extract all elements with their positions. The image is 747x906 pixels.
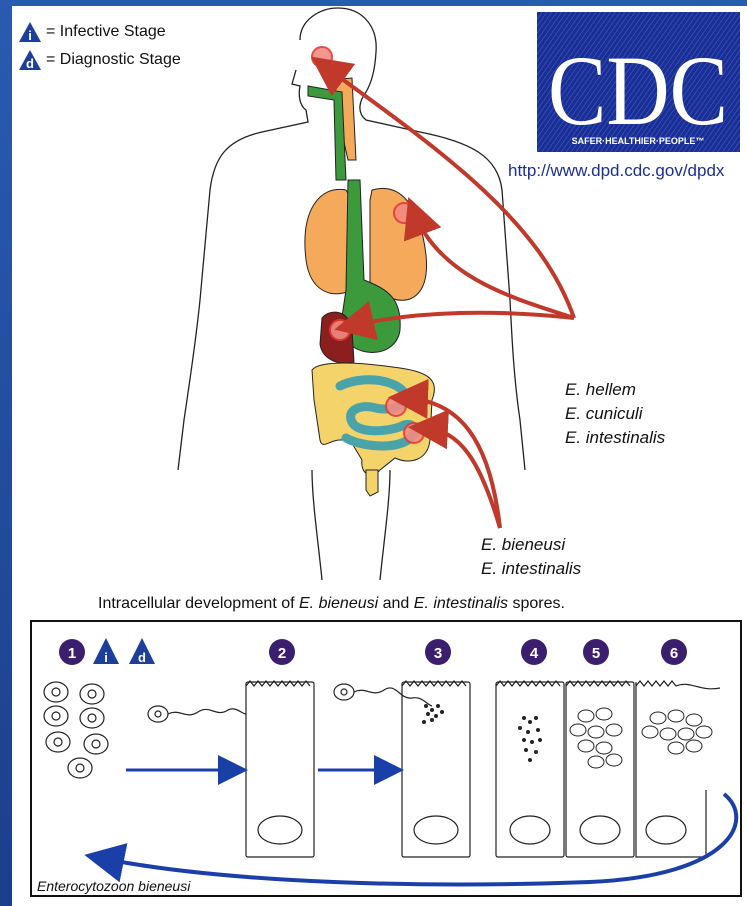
rectum — [366, 470, 378, 496]
species-intestinalis-2: E. intestinalis — [481, 557, 581, 581]
infective-badge-letter: i — [104, 650, 108, 665]
step-6-label: 6 — [670, 645, 678, 662]
organism-label: Enterocytozoon bieneusi — [37, 878, 190, 894]
step-4: 4 — [521, 639, 547, 665]
step-3-label: 3 — [434, 645, 442, 662]
step-1: 1 — [59, 639, 85, 665]
step-6: 6 — [661, 639, 687, 665]
step-1-label: 1 — [68, 645, 76, 662]
diagnostic-badge: d — [129, 638, 155, 665]
body-diagram — [0, 0, 747, 620]
caption-species-b: E. intestinalis — [414, 595, 508, 612]
step4-sporoplasm — [518, 716, 542, 762]
step6-spores — [642, 710, 712, 754]
infective-badge: i — [93, 638, 119, 665]
step-3: 3 — [425, 639, 451, 665]
species-intestinalis: E. intestinalis — [565, 426, 665, 450]
species-cuniculi: E. cuniculi — [565, 402, 665, 426]
species-group-1: E. hellem E. cuniculi E. intestinalis — [565, 378, 665, 450]
species-group-2: E. bieneusi E. intestinalis — [481, 533, 581, 581]
enterocyte-2 — [246, 681, 314, 857]
infection-site-nasal — [312, 47, 332, 67]
step3-sporoplasm — [422, 704, 444, 724]
lifecycle-diagram: 1 i d 2 3 4 5 6 — [30, 620, 742, 897]
infection-site-intestine-2 — [404, 423, 424, 443]
left-lung — [305, 189, 352, 293]
caption-prefix: Intracellular development of — [98, 595, 299, 612]
species-hellem: E. hellem — [565, 378, 665, 402]
diagnostic-badge-letter: d — [138, 650, 146, 665]
infection-site-lung — [394, 203, 414, 223]
step2-polar-tube — [148, 706, 246, 722]
spores-group — [44, 682, 108, 778]
caption-middle: and — [378, 595, 414, 612]
infection-site-intestine-1 — [386, 396, 406, 416]
species-bieneusi: E. bieneusi — [481, 533, 581, 557]
enterocytes-4-6 — [496, 681, 720, 857]
step-2-label: 2 — [278, 645, 286, 662]
enterocyte-3 — [402, 681, 470, 857]
caption-species-a: E. bieneusi — [299, 595, 378, 612]
caption: Intracellular development of E. bieneusi… — [98, 595, 565, 613]
caption-suffix: spores. — [508, 595, 565, 612]
step5-spores — [570, 708, 622, 768]
step-5-label: 5 — [592, 645, 600, 662]
step3-polar-tube — [334, 684, 432, 706]
step-2: 2 — [269, 639, 295, 665]
step-4-label: 4 — [530, 645, 539, 662]
step-5: 5 — [583, 639, 609, 665]
esophagus — [308, 86, 346, 180]
arrow-to-intestine-2 — [424, 428, 500, 528]
blue-return-arrow — [100, 794, 736, 884]
infection-site-liver — [330, 320, 350, 340]
